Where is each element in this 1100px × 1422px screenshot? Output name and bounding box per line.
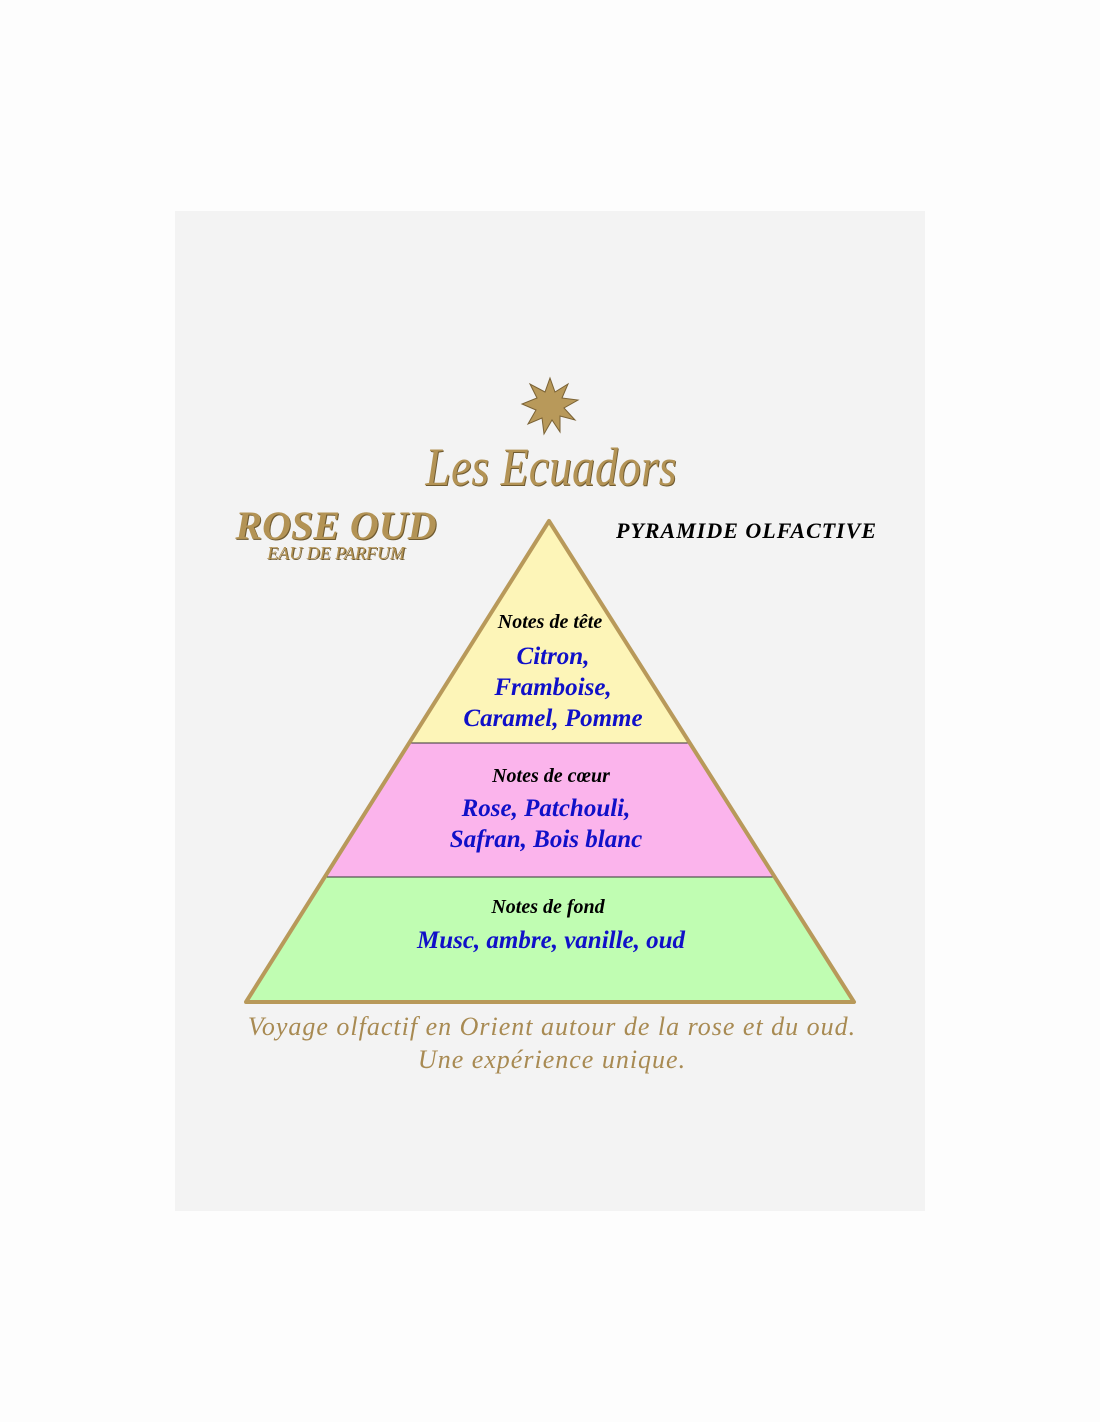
tier-middle-label: Notes de cœur (492, 765, 610, 787)
tier-base-notes: Musc, ambre, vanille, oud (417, 925, 685, 956)
sun-logo-icon (520, 376, 580, 436)
note: Caramel, Pomme (463, 705, 643, 732)
tagline-line-2: Une expérience unique. (417, 1045, 687, 1074)
product-name: ROSE OUD (235, 503, 437, 548)
brand-title: Les Ecuadors (425, 437, 677, 497)
pyramid-heading: PYRAMIDE OLFACTIVE (616, 518, 878, 543)
tier-base (246, 877, 854, 1002)
tier-top (409, 521, 689, 743)
note: Framboise, (494, 674, 612, 701)
note: Rose, Patchouli, (461, 795, 631, 822)
tier-base-label: Notes de fond (491, 896, 605, 918)
tagline-line-1: Voyage olfactif en Orient autour de la r… (247, 1012, 857, 1041)
note: Musc, ambre, vanille, oud (416, 927, 686, 954)
product-type: EAU DE PARFUM (267, 543, 405, 563)
tier-middle (325, 743, 773, 877)
tier-top-notes: Citron, Framboise, Caramel, Pomme (463, 641, 642, 734)
note: Citron, (516, 643, 590, 670)
tier-middle-notes: Rose, Patchouli, Safran, Bois blanc (450, 793, 642, 855)
tier-top-label: Notes de tête (497, 611, 603, 633)
note: Safran, Bois blanc (449, 826, 643, 853)
